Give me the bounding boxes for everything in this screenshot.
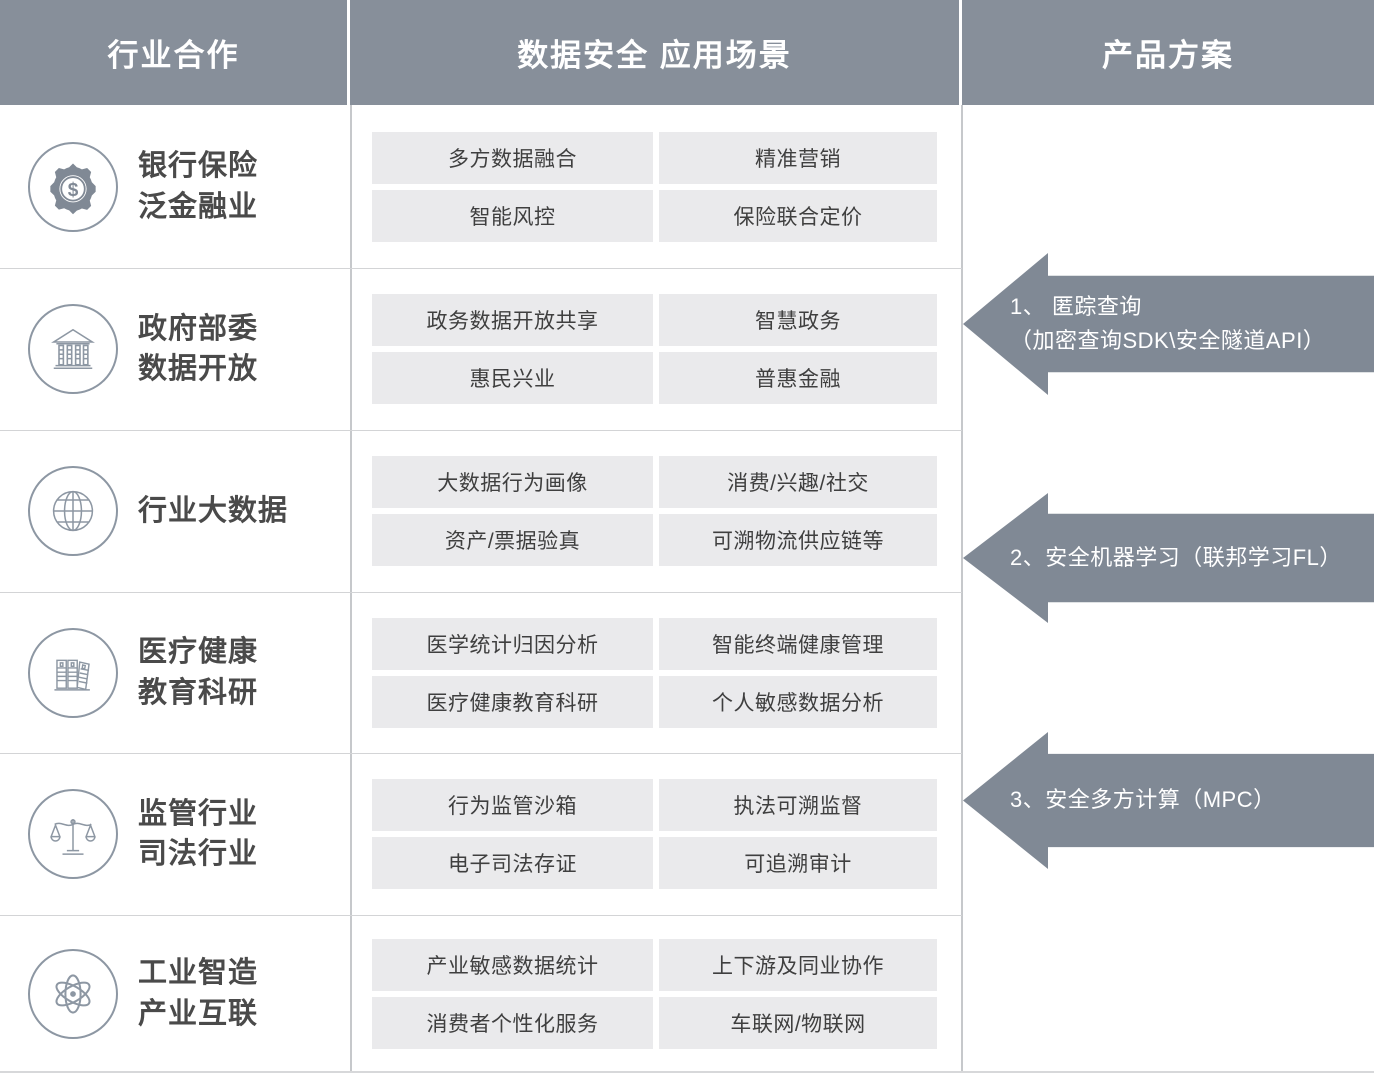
industry-label: 行业大数据 [138,494,289,527]
scenario-tag[interactable]: 可溯物流供应链等 [659,514,937,566]
industry-label-cell: $ 银行保险 泛金融业 [0,105,350,268]
scales-justice-icon [28,789,118,879]
industry-label: 政府部委 数据开放 [138,312,259,385]
table-row: 医疗健康 教育科研 医学统计归因分析 智能终端健康管理 医疗健康教育科研 个人敏… [0,592,962,753]
scenario-tag[interactable]: 消费者个性化服务 [372,996,653,1049]
scenario-tag[interactable]: 个人敏感数据分析 [659,675,937,728]
svg-text:$: $ [68,180,79,201]
header-column-scenarios: 数据安全 应用场景 [350,0,962,105]
column-divider-right [961,105,963,1072]
scenario-tags-cell: 政务数据开放共享 智慧政务 惠民兴业 普惠金融 [350,268,962,430]
scenario-tag[interactable]: 车联网/物联网 [659,996,937,1049]
row-separator [0,753,962,754]
scenario-tag[interactable]: 医学统计归因分析 [372,617,653,670]
industry-label-cell: 行业大数据 [0,430,350,592]
product-solution-arrow-1[interactable]: 1、 匿踪查询 （加密查询SDK\安全隧道API） [963,253,1374,395]
scenario-tag[interactable]: 电子司法存证 [372,837,653,889]
product-solution-arrow-3[interactable]: 3、安全多方计算（MPC） [963,732,1374,869]
industry-label: 银行保险 泛金融业 [138,150,259,223]
table-row: 政府部委 数据开放 政务数据开放共享 智慧政务 惠民兴业 普惠金融 [0,268,962,430]
table-bottom-border [0,1071,1374,1073]
scenario-tag[interactable]: 智能风控 [372,189,653,242]
scenario-tag[interactable]: 上下游及同业协作 [659,938,937,991]
product-solution-label: 3、安全多方计算（MPC） [1010,787,1276,813]
product-solution-arrow-2[interactable]: 2、安全机器学习（联邦学习FL） [963,493,1374,623]
table-body: $ 银行保险 泛金融业 多方数据融合 精准营销 智能风控 保险联合定价 [0,105,1374,1078]
column-divider-left [350,105,352,1072]
scenario-tags-cell: 行为监管沙箱 执法可溯监督 电子司法存证 可追溯审计 [350,753,962,915]
row-separator [0,430,962,431]
industry-label-cell: 医疗健康 教育科研 [0,592,350,753]
scenario-tag[interactable]: 大数据行为画像 [372,456,653,508]
scenario-tag[interactable]: 智能终端健康管理 [659,617,937,670]
scenario-tag[interactable]: 资产/票据验真 [372,514,653,566]
scenario-tag[interactable]: 执法可溯监督 [659,779,937,831]
table-row: 监管行业 司法行业 行为监管沙箱 执法可溯监督 电子司法存证 可追溯审计 [0,753,962,915]
industry-label: 医疗健康 教育科研 [138,636,259,709]
books-icon [28,627,118,718]
industry-label: 工业智造 产业互联 [138,957,259,1030]
header-column-products: 产品方案 [1102,38,1234,73]
table-row: 行业大数据 大数据行为画像 消费/兴趣/社交 资产/票据验真 可溯物流供应链等 [0,430,962,592]
scenario-tag[interactable]: 普惠金融 [659,352,937,404]
scenario-tags-cell: 多方数据融合 精准营销 智能风控 保险联合定价 [350,105,962,268]
bank-building-icon [28,304,118,394]
globe-icon [28,466,118,556]
table-header: 行业合作 数据安全 应用场景 产品方案 [0,0,1374,105]
scenario-tag[interactable]: 惠民兴业 [372,352,653,404]
scenario-tag[interactable]: 精准营销 [659,131,937,184]
table-row: 工业智造 产业互联 产业敏感数据统计 上下游及同业协作 消费者个性化服务 车联网… [0,915,962,1072]
atom-icon [28,948,118,1039]
scenario-tag[interactable]: 消费/兴趣/社交 [659,456,937,508]
scenario-tag[interactable]: 可追溯审计 [659,837,937,889]
arrow-left-shape-icon [963,493,1374,623]
scenario-tag[interactable]: 产业敏感数据统计 [372,938,653,991]
scenario-tag[interactable]: 医疗健康教育科研 [372,675,653,728]
scenario-tag[interactable]: 智慧政务 [659,294,937,346]
scenario-tag[interactable]: 保险联合定价 [659,189,937,242]
row-separator [0,592,962,593]
scenario-tags-cell: 大数据行为画像 消费/兴趣/社交 资产/票据验真 可溯物流供应链等 [350,430,962,592]
industry-label-cell: 工业智造 产业互联 [0,915,350,1072]
arrow-left-shape-icon [963,253,1374,395]
row-separator [0,915,962,916]
arrow-left-shape-icon [963,732,1374,869]
scenario-tags-cell: 医学统计归因分析 智能终端健康管理 医疗健康教育科研 个人敏感数据分析 [350,592,962,753]
gear-dollar-icon: $ [28,141,118,232]
scenario-tag[interactable]: 行为监管沙箱 [372,779,653,831]
industry-label-cell: 政府部委 数据开放 [0,268,350,430]
product-solution-label: 1、 匿踪查询 （加密查询SDK\安全隧道API） [1010,293,1326,353]
header-column-industry: 行业合作 [0,0,350,105]
industry-label-cell: 监管行业 司法行业 [0,753,350,915]
industry-label: 监管行业 司法行业 [138,797,259,870]
table-row: $ 银行保险 泛金融业 多方数据融合 精准营销 智能风控 保险联合定价 [0,105,962,268]
scenario-tags-cell: 产业敏感数据统计 上下游及同业协作 消费者个性化服务 车联网/物联网 [350,915,962,1072]
product-solution-label: 2、安全机器学习（联邦学习FL） [1010,544,1342,570]
scenario-tag[interactable]: 多方数据融合 [372,131,653,184]
row-separator [0,268,962,269]
scenario-tag[interactable]: 政务数据开放共享 [372,294,653,346]
